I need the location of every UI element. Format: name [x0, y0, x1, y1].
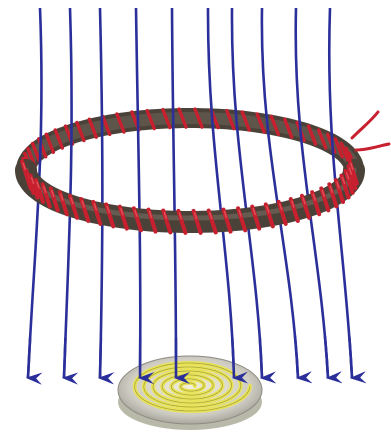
field-line [172, 8, 176, 378]
field-line [208, 8, 234, 378]
lead-wire-2 [356, 144, 389, 150]
field-line [232, 8, 262, 378]
field-line [262, 8, 298, 378]
toroid-coil-icon [22, 161, 357, 233]
field-line-arrows-overlay [28, 8, 352, 378]
toroid-coil-back [23, 109, 358, 176]
magnetic-field-lines [28, 8, 352, 378]
field-line [136, 8, 140, 378]
lead-wire-1 [352, 112, 378, 138]
coil-lead-wire [352, 112, 389, 150]
field-line [100, 8, 102, 378]
